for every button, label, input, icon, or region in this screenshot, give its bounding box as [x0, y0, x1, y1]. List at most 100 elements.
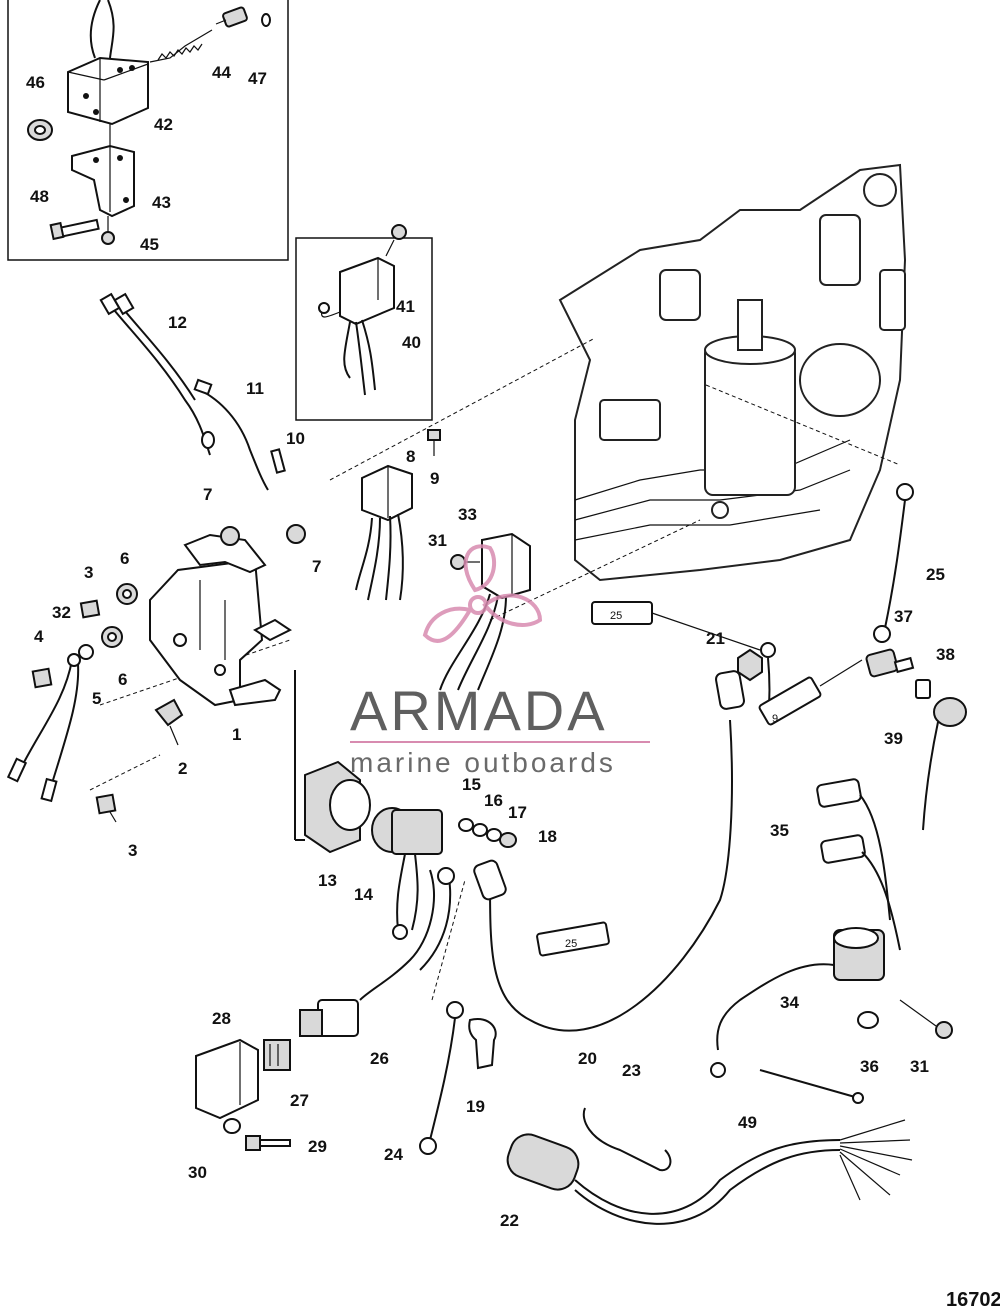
callout-44: 44	[212, 63, 231, 82]
tie-49	[759, 1069, 864, 1104]
callout-5: 5	[92, 689, 101, 708]
callout-34: 34	[780, 993, 799, 1012]
sensor-37	[865, 648, 915, 678]
callout-23: 23	[622, 1061, 641, 1080]
callout-48: 48	[30, 187, 49, 206]
callout-43: 43	[152, 193, 171, 212]
callout-3-lower: 3	[128, 841, 137, 860]
module-8	[355, 464, 413, 601]
callout-7-upper: 7	[203, 485, 212, 504]
screw-4	[31, 667, 53, 689]
callout-2: 2	[178, 759, 187, 778]
callout-38: 38	[936, 645, 955, 664]
spark-plug-lead-35	[816, 778, 901, 951]
bracket-1	[149, 533, 292, 707]
screw-3-upper	[79, 599, 101, 619]
callout-29: 29	[308, 1137, 327, 1156]
bracket-23	[582, 1107, 672, 1172]
bushing-6-lower	[101, 626, 123, 648]
cable-26	[299, 867, 455, 1037]
cable-25	[873, 483, 914, 643]
callout-21: 21	[706, 629, 725, 648]
wire-12	[99, 292, 215, 456]
washers-15-18	[458, 818, 517, 848]
bracket-28	[195, 1038, 259, 1120]
callout-3-upper: 3	[84, 563, 93, 582]
washer-30	[223, 1118, 241, 1134]
leader-dash-4	[89, 754, 161, 791]
callout-26: 26	[370, 1049, 389, 1068]
callout-14: 14	[354, 885, 373, 904]
callout-33: 33	[458, 505, 477, 524]
coil-34	[710, 927, 885, 1078]
tube-25-upper-label: 25	[610, 610, 622, 622]
figure-number: 16702	[946, 1289, 1000, 1311]
callout-4: 4	[34, 627, 44, 646]
grommet-7-right	[286, 524, 306, 544]
clamp-2	[154, 698, 184, 746]
leader-dash-6	[489, 519, 701, 621]
callout-28: 28	[212, 1009, 231, 1028]
callout-15: 15	[462, 775, 481, 794]
screw-29	[245, 1135, 291, 1151]
callout-42: 42	[154, 115, 173, 134]
callout-31-right: 31	[910, 1057, 929, 1076]
tube-25-upper: 25	[591, 601, 761, 651]
callout-46: 46	[26, 73, 45, 92]
screw-38	[915, 679, 931, 699]
cable-24	[419, 1001, 464, 1155]
tube-9: 9	[758, 659, 863, 726]
grommet-7-left	[220, 526, 240, 546]
callout-16: 16	[484, 791, 503, 810]
callout-11: 11	[246, 379, 264, 398]
wire-32	[6, 653, 81, 803]
cable-20	[473, 670, 745, 1032]
inset-box-module	[295, 237, 433, 421]
callout-30: 30	[188, 1163, 207, 1182]
watermark-logo	[422, 544, 543, 643]
screw-31-right	[899, 999, 953, 1039]
leader-dash-5	[431, 879, 466, 1001]
screw-41	[385, 224, 407, 257]
module-40	[318, 256, 395, 396]
callout-36: 36	[860, 1057, 879, 1076]
callout-24: 24	[384, 1145, 403, 1164]
callout-27: 27	[290, 1091, 309, 1110]
callout-45: 45	[140, 235, 159, 254]
connector-27	[263, 1039, 291, 1071]
callout-10: 10	[286, 429, 305, 448]
bracket-43	[71, 124, 135, 218]
callout-31-left: 31	[428, 531, 447, 550]
solenoid-block-42	[67, 0, 149, 126]
callout-35: 35	[770, 821, 789, 840]
callout-12: 12	[168, 313, 187, 332]
screw-44	[215, 6, 248, 28]
watermark-brand: ARMADA	[350, 679, 608, 742]
bolt-48	[49, 218, 100, 241]
callout-9: 9	[430, 469, 439, 488]
callout-40: 40	[402, 333, 421, 352]
leader-dash-1	[329, 337, 596, 481]
wire-11	[193, 378, 269, 491]
grommet-46	[27, 119, 53, 141]
callout-49: 49	[738, 1113, 757, 1132]
cap-39	[922, 697, 967, 831]
callout-1: 1	[232, 725, 241, 744]
callout-32: 32	[52, 603, 71, 622]
callout-7-right: 7	[312, 557, 321, 576]
callout-19: 19	[466, 1097, 485, 1116]
screw-9-top	[427, 429, 441, 456]
callout-18: 18	[538, 827, 557, 846]
washer-5	[78, 644, 94, 660]
callout-22: 22	[500, 1211, 519, 1230]
solenoid-14	[371, 807, 443, 940]
tube-25-lower-label: 25	[565, 938, 577, 950]
tube-9-label: 9	[772, 713, 778, 725]
engine-block	[558, 163, 907, 582]
screw-45	[101, 216, 115, 245]
clip-36	[857, 1011, 879, 1029]
module-33	[439, 532, 531, 691]
watermark-tagline: marine outboards	[350, 747, 616, 778]
terminal-10	[270, 448, 286, 474]
